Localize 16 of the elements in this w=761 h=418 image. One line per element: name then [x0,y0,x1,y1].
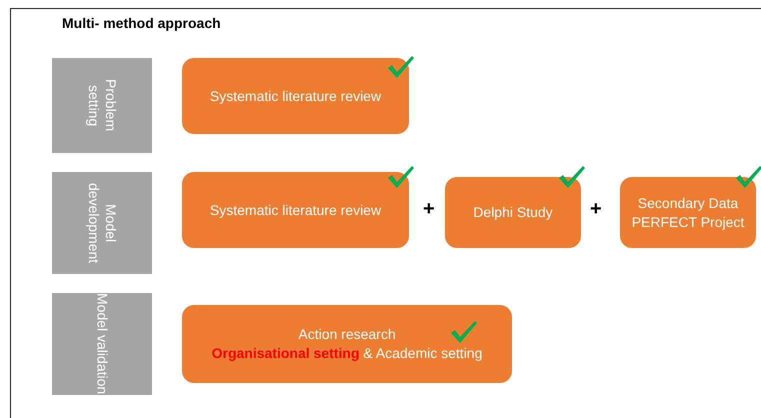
stage-label: Problem setting [85,78,119,134]
diagram-title: Multi- method approach [62,15,221,31]
stage-label-box [52,172,152,274]
method-box: Delphi Study [445,177,581,248]
plus-sign: + [423,198,435,221]
method-box [182,305,512,383]
method-text: Action research [298,325,396,344]
stage-label-box [52,58,152,153]
method-text: Organisational setting & Academic setting [212,344,482,363]
method-box: Systematic literature review [182,58,409,134]
plus-sign: + [590,198,602,221]
stage-label: Model validation [94,293,110,395]
method-box: Secondary Data PERFECT Project [620,177,756,248]
stage-label-box [52,293,152,395]
stage-label: Model development [85,182,119,266]
method-box: Systematic literature review [182,172,409,248]
